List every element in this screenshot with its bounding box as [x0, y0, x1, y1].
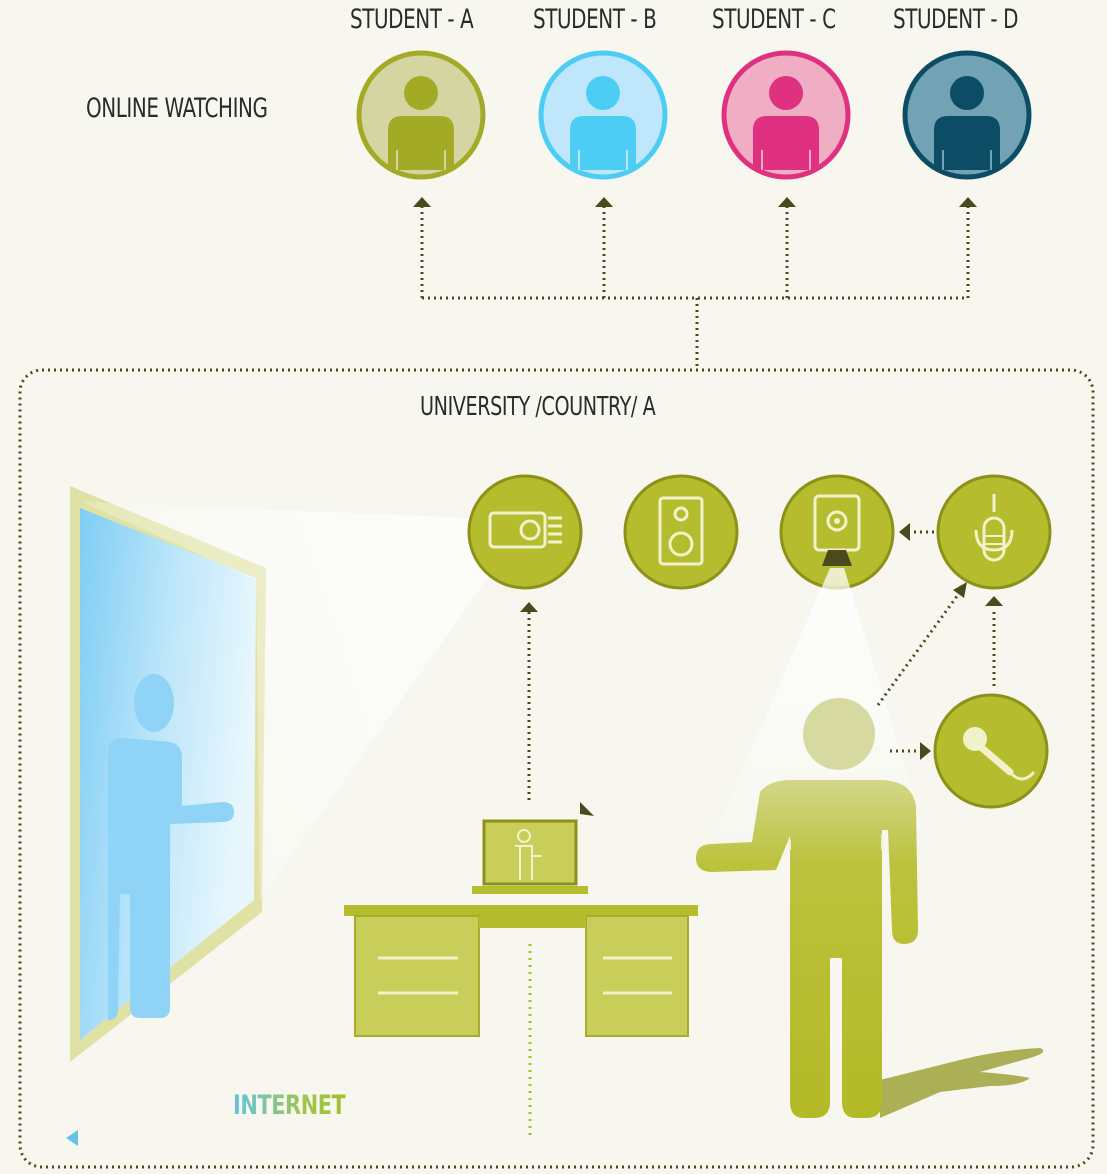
device-connectors	[527, 530, 996, 804]
internet-connection	[66, 944, 532, 1146]
student-connectors	[420, 206, 970, 368]
student-b-avatar	[538, 50, 668, 180]
student-arrowheads	[413, 197, 977, 207]
presenter-figure	[696, 698, 918, 1118]
projected-person	[108, 674, 234, 1020]
student-d-avatar	[902, 50, 1032, 180]
student-c-avatar	[721, 50, 851, 180]
student-b-label: STUDENT - B	[533, 4, 657, 35]
university-label: UNIVERSITY /COUNTRY/ A	[420, 392, 656, 422]
microphone-icon	[933, 693, 1049, 809]
student-a-label: STUDENT - A	[350, 4, 474, 35]
speaker-icon	[623, 474, 739, 590]
student-d-label: STUDENT - D	[893, 4, 1019, 35]
desk	[344, 905, 698, 1037]
device-arrowheads	[520, 523, 1003, 816]
projector-icon	[467, 474, 583, 590]
internet-label: INTERNET	[233, 1090, 346, 1121]
devices-row	[467, 474, 1052, 809]
university-boundary	[18, 368, 1095, 1169]
student-avatars	[356, 50, 1032, 180]
projection-screen	[70, 486, 266, 1062]
student-a-avatar	[356, 50, 486, 180]
audio-mixer-icon	[936, 474, 1052, 590]
online-watching-label: ONLINE WATCHING	[86, 93, 268, 124]
presenter-shadow	[880, 1048, 1044, 1118]
laptop-icon	[472, 819, 588, 894]
projector-beam	[82, 502, 522, 900]
student-c-label: STUDENT - C	[712, 4, 836, 35]
